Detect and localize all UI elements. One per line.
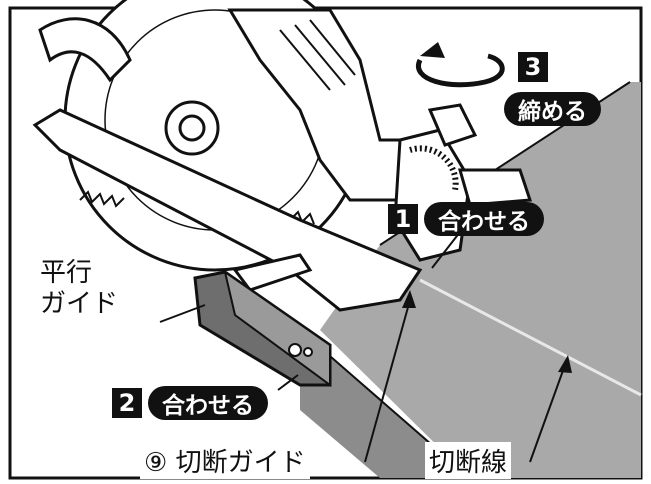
blade-bolt <box>178 114 206 142</box>
step-2-callout: 2 合わせる <box>112 386 268 420</box>
parallel-guide-fence-face <box>223 269 331 387</box>
parallel-guide-label: 平行 ガイド <box>40 258 118 320</box>
step-1-number: 1 <box>388 204 418 234</box>
step-1-text: 合わせる <box>424 202 544 236</box>
parallel-guide-label-line1: 平行 <box>40 258 93 288</box>
blade-guard <box>38 17 132 83</box>
rotation-arrow-icon <box>416 53 505 88</box>
rotation-arrowhead <box>420 42 445 58</box>
step-3-text: 締める <box>504 92 601 126</box>
bevel-bracket <box>393 128 472 262</box>
saw-body-vents <box>279 19 356 91</box>
leader-cutting-guide <box>364 299 411 463</box>
leader-step1 <box>431 231 461 269</box>
leader-step2 <box>277 374 299 391</box>
cut-line-label: 切断線 <box>425 442 512 479</box>
parallel-guide-arm <box>232 253 313 292</box>
step-2-text: 合わせる <box>148 386 268 420</box>
guide-screw <box>288 343 302 357</box>
tightening-knob <box>427 103 478 147</box>
parallel-guide-label-line2: ガイド <box>40 289 119 319</box>
leader-cut-line-arrowhead <box>558 355 572 373</box>
step-1-callout: 1 合わせる <box>388 202 544 236</box>
step-2-number: 2 <box>112 388 142 418</box>
leader-cutting-guide-arrowhead <box>402 290 416 308</box>
leader-parallel-guide <box>159 304 206 323</box>
cutting-guide-label: ⑨ 切断ガイド <box>140 442 310 479</box>
step-3-number: 3 <box>518 52 548 82</box>
guide-hole <box>303 347 313 357</box>
bevel-scale <box>409 145 459 191</box>
clamp-block <box>458 168 533 207</box>
leader-cut-line <box>529 364 566 463</box>
cut-line-mark <box>419 278 642 397</box>
